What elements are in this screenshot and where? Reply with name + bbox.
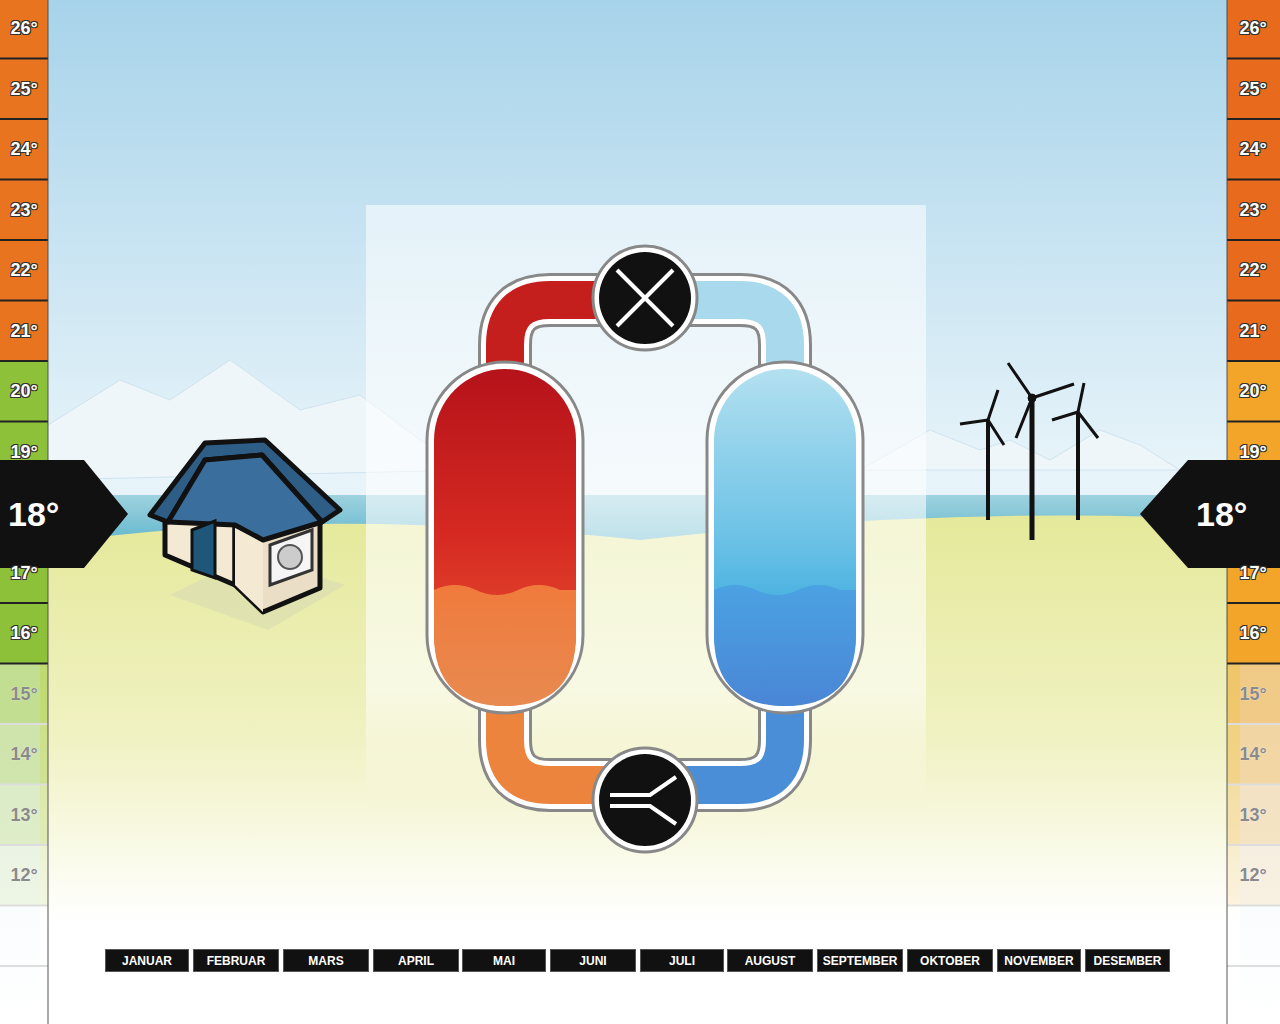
month-label: NOVEMBER [1004,955,1073,967]
month-label: AUGUST [745,955,796,967]
scale-value: 19° [10,443,37,461]
scale-value: 15° [1239,685,1266,703]
month-label: MAI [493,955,515,967]
month-box: DESEMBER [1085,949,1170,972]
month-box: SEPTEMBER [817,949,903,972]
scale-value: 22° [1239,261,1266,279]
scale-value: 16° [1239,624,1266,642]
month-box: NOVEMBER [997,949,1081,972]
month-label: FEBRUAR [207,955,266,967]
scale-value: 16° [10,624,37,642]
month-box: JUNI [550,949,636,972]
scale-value: 12° [1239,866,1266,884]
temperature-arrow: 18° [1140,460,1280,568]
scale-value: 26° [10,19,37,37]
scale-value: 21° [1239,322,1266,340]
scale-value: 20° [1239,382,1266,400]
temperature-arrow: 18° [0,460,128,568]
month-label: DESEMBER [1093,955,1161,967]
scale-value: 12° [10,866,37,884]
scale-value: 14° [10,745,37,763]
month-label: JULI [669,955,695,967]
month-label: JANUAR [122,955,172,967]
month-box: FEBRUAR [193,949,279,972]
month-box: JULI [640,949,724,972]
scale-value: 14° [1239,745,1266,763]
month-label: SEPTEMBER [823,955,898,967]
month-label: OKTOBER [920,955,980,967]
scale-value: 23° [10,201,37,219]
scale-value: 19° [1239,443,1266,461]
scale-value: 22° [10,261,37,279]
month-box: MARS [283,949,369,972]
scale-value: 23° [1239,201,1266,219]
scale-value: 17° [1239,564,1266,582]
scale-value: 24° [1239,140,1266,158]
month-label: MARS [308,955,343,967]
scale-value: 13° [10,806,37,824]
scale-value: 25° [10,80,37,98]
scale-value: 15° [10,685,37,703]
scale-value: 26° [1239,19,1266,37]
month-box: APRIL [373,949,459,972]
heat-pump-cycle [427,246,863,852]
month-label: APRIL [398,955,434,967]
month-box: MAI [462,949,546,972]
temperature-value: 18° [8,497,59,531]
scale-value: 25° [1239,80,1266,98]
scale-value: 20° [10,382,37,400]
month-box: AUGUST [727,949,813,972]
month-box: JANUAR [105,949,189,972]
house-icon [150,440,345,630]
temperature-value: 18° [1196,497,1247,531]
month-box: OKTOBER [907,949,993,972]
scale-value: 21° [10,322,37,340]
scale-value: 24° [10,140,37,158]
scale-value: 17° [10,564,37,582]
scale-value: 13° [1239,806,1266,824]
wind-turbines [960,363,1098,540]
month-label: JUNI [579,955,606,967]
